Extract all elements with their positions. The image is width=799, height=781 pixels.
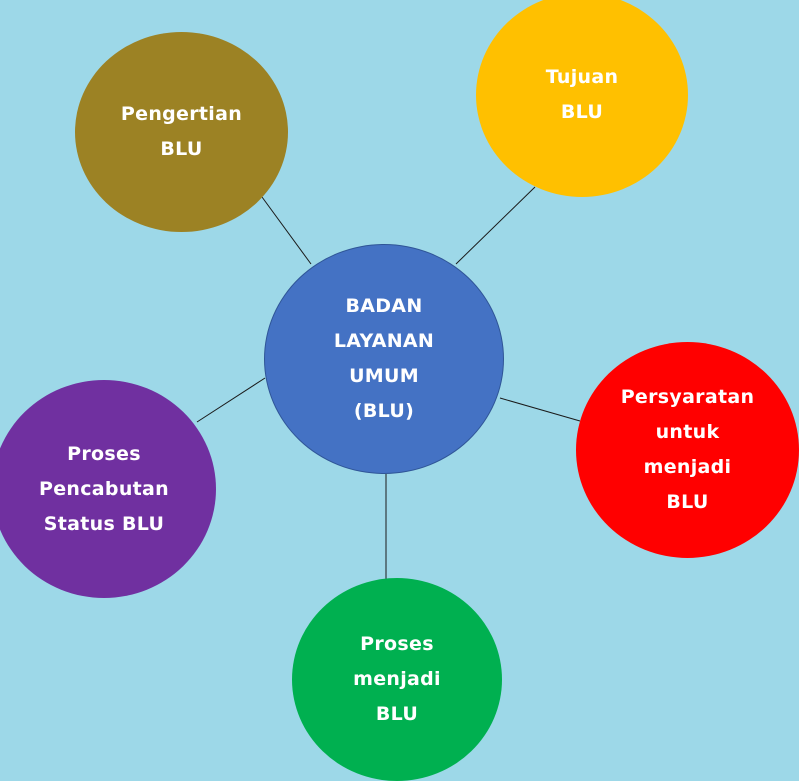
connector-tujuan bbox=[455, 186, 536, 265]
node-persyaratan-label: Persyaratan untuk menjadi BLU bbox=[620, 386, 755, 513]
node-proses-label: Proses menjadi BLU bbox=[353, 633, 441, 725]
connector-pengertian bbox=[261, 196, 312, 265]
node-pengertian-label: Pengertian BLU bbox=[120, 103, 243, 160]
node-proses-menjadi-blu: Proses menjadi BLU bbox=[292, 578, 502, 781]
node-persyaratan-blu: Persyaratan untuk menjadi BLU bbox=[576, 342, 799, 558]
node-center-label: BADAN LAYANAN UMUM (BLU) bbox=[333, 295, 435, 422]
connector-pencabutan bbox=[196, 377, 266, 423]
node-proses-pencabutan: Proses Pencabutan Status BLU bbox=[0, 380, 216, 598]
connector-persyaratan bbox=[499, 397, 581, 422]
node-tujuan-blu: Tujuan BLU bbox=[476, 0, 688, 197]
node-pengertian-blu: Pengertian BLU bbox=[75, 32, 288, 232]
node-center-badan-layanan-umum: BADAN LAYANAN UMUM (BLU) bbox=[264, 244, 504, 474]
node-pencabutan-label: Proses Pencabutan Status BLU bbox=[39, 442, 169, 535]
node-tujuan-label: Tujuan BLU bbox=[545, 66, 619, 123]
